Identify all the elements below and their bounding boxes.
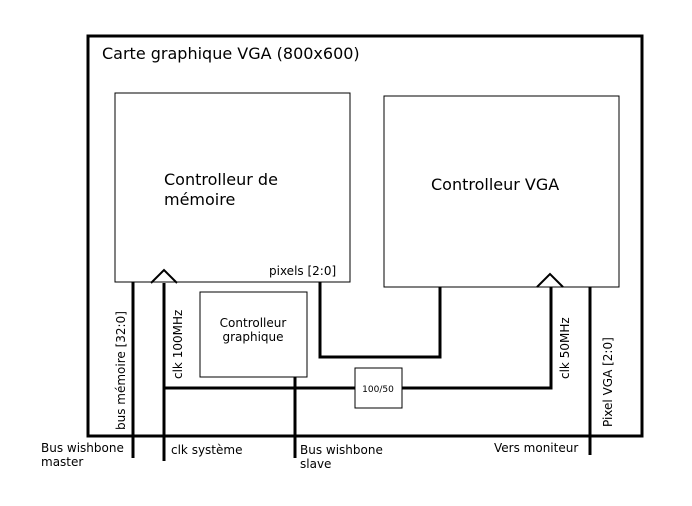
graphics-controller-label-line1: Controlleur — [220, 316, 287, 330]
clk100-label: clk 100MHz — [171, 310, 185, 379]
memory-controller-label-line1: Controlleur de — [164, 170, 278, 189]
memory-clock-input-triangle — [150, 268, 178, 284]
vga-clock-input-triangle — [536, 272, 564, 288]
vga-controller-label: Controlleur VGA — [431, 175, 559, 194]
graphics-controller-label-line2: graphique — [222, 330, 283, 344]
divider-to-vga-clk-wire — [402, 287, 553, 390]
memory-controller-label-line2: mémoire — [164, 190, 235, 209]
bus-memoire-label: bus mémoire [32:0] — [114, 311, 128, 430]
clock-divider-label: 100/50 — [362, 385, 394, 395]
wishbone-slave-label-line2: slave — [300, 457, 331, 471]
graphics-controller-box — [199, 291, 308, 378]
pixel-vga-label: Pixel VGA [2:0] — [601, 337, 615, 427]
pixels-wire — [318, 282, 442, 359]
wishbone-master-label-line2: master — [41, 455, 83, 469]
clk50-label: clk 50MHz — [558, 317, 572, 379]
wishbone-slave-label-line1: Bus wishbone — [300, 443, 383, 457]
wishbone-master-label-line1: Bus wishbone — [41, 441, 124, 455]
pixels-port-label: pixels [2:0] — [269, 264, 336, 278]
vga-card-box — [86, 34, 644, 438]
vers-moniteur-label: Vers moniteur — [494, 441, 578, 455]
vga-controller-box — [383, 95, 620, 288]
clk-systeme-label: clk système — [171, 443, 242, 457]
card-title: Carte graphique VGA (800x600) — [102, 44, 360, 63]
memory-controller-box — [114, 92, 351, 283]
